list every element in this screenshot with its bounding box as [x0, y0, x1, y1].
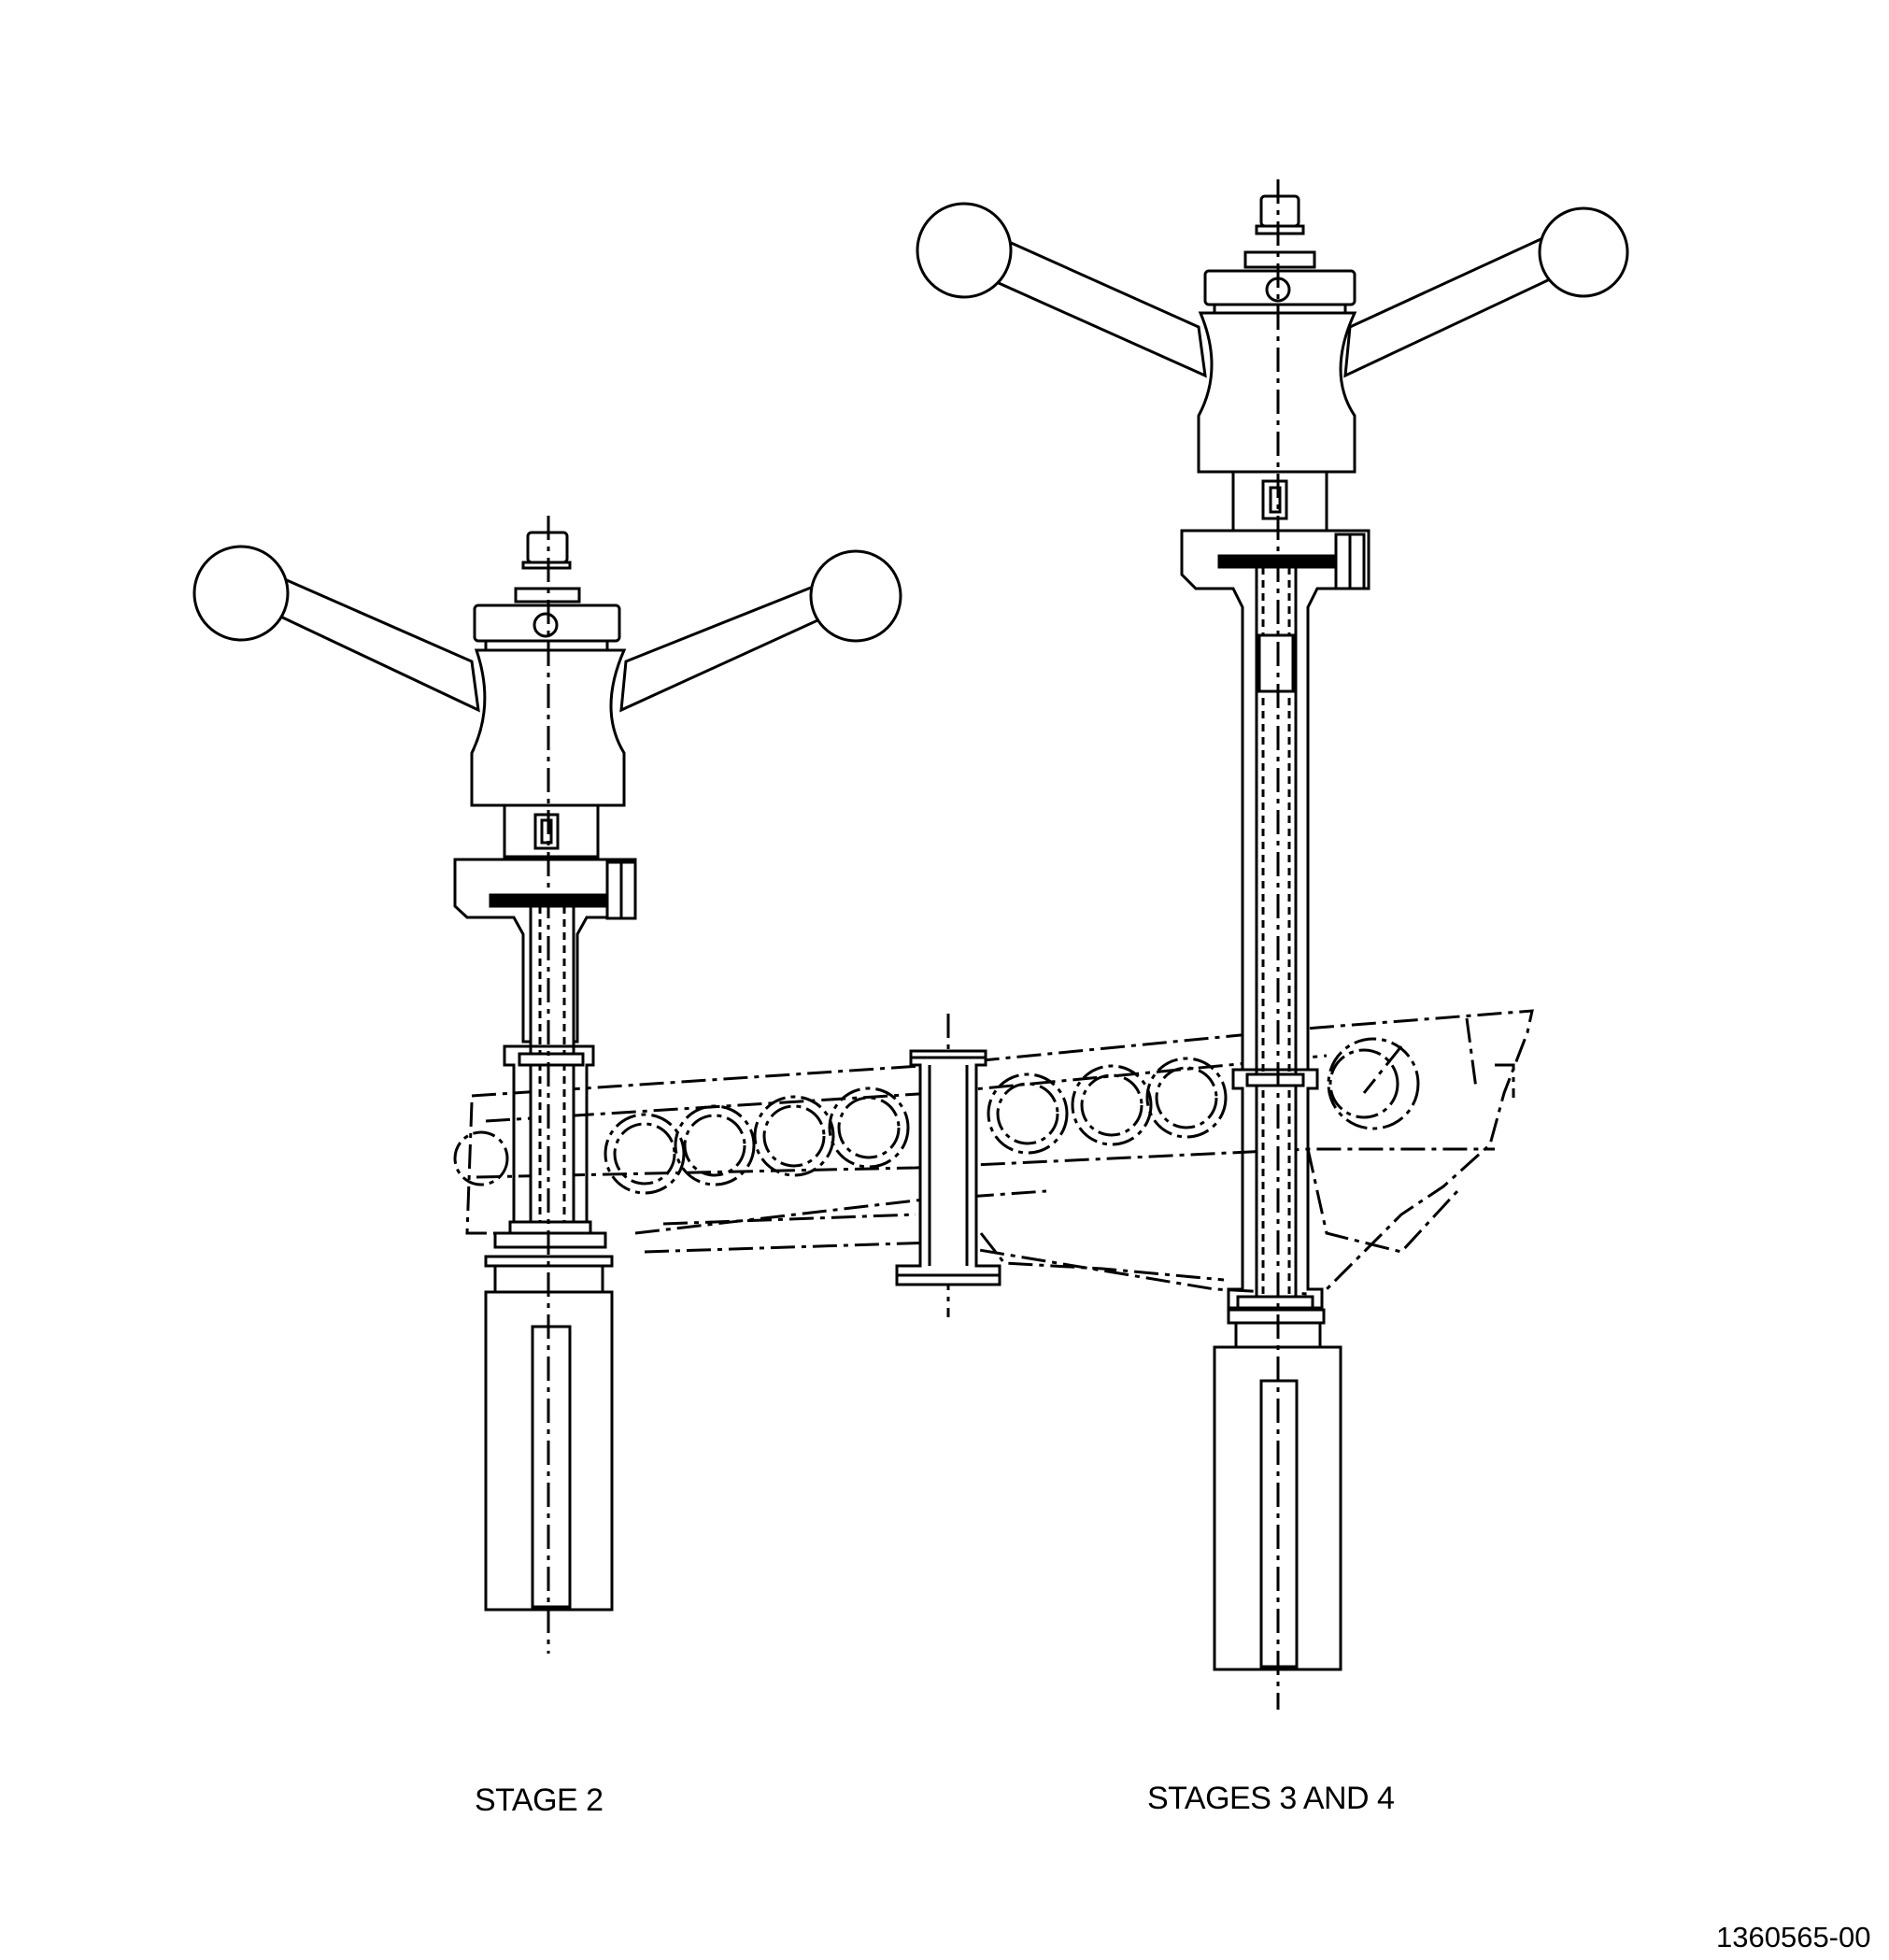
stage-2-tool: [192, 516, 902, 1654]
phantom-frame: [465, 1009, 1534, 1296]
center-bushing: [895, 1014, 1001, 1317]
document-number: 1360565-00: [1716, 1921, 1871, 1953]
phantom-rollers: [453, 1037, 1420, 1195]
stage-2-caption: STAGE 2: [475, 1782, 604, 1818]
stages-3-4-tool: [916, 179, 1629, 1710]
stages-3-and-4-caption: STAGES 3 AND 4: [1147, 1781, 1395, 1816]
